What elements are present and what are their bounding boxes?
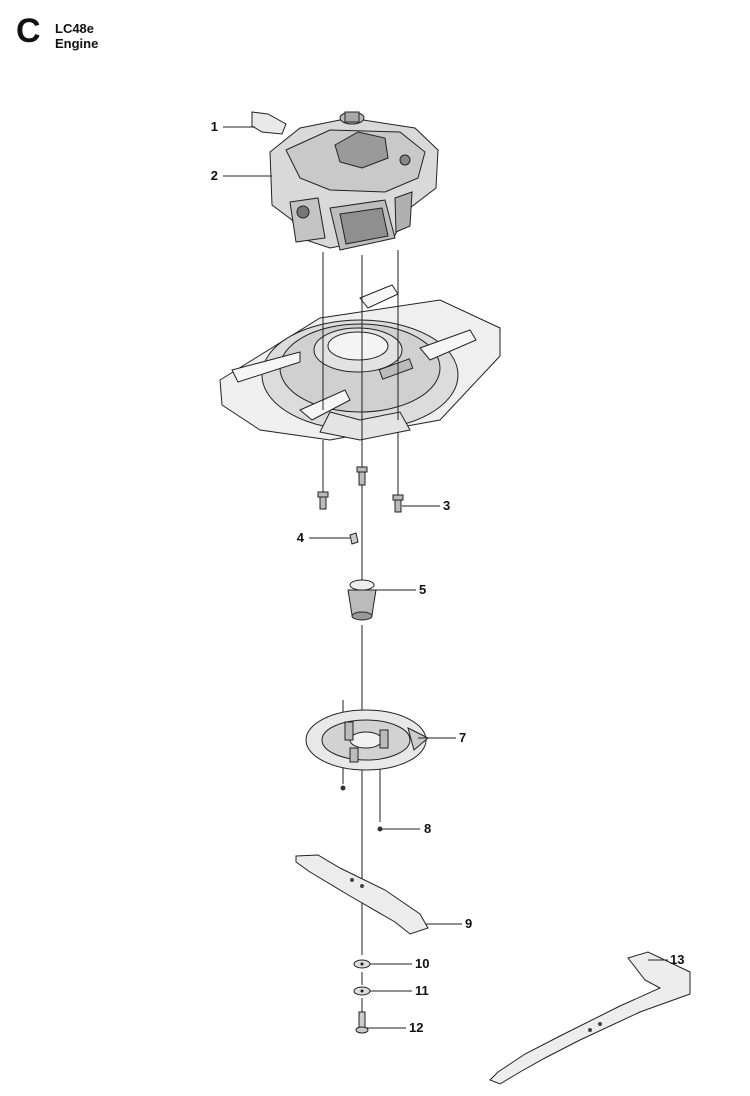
- bolt-part[interactable]: [317, 466, 404, 513]
- page-header: LC48e Engine: [55, 21, 98, 51]
- callout-10: 10: [415, 956, 429, 971]
- callout-12: 12: [409, 1020, 423, 1035]
- callout-8: 8: [424, 821, 431, 836]
- blade-bolt-part[interactable]: [355, 1011, 369, 1034]
- engine-part[interactable]: [269, 111, 439, 251]
- callout-9: 9: [465, 916, 472, 931]
- page-title: Engine: [55, 36, 99, 51]
- key-part[interactable]: [349, 532, 359, 545]
- callout-3: 3: [443, 498, 450, 513]
- decal-part[interactable]: [251, 111, 287, 135]
- mower-deck-part[interactable]: [219, 284, 501, 441]
- section-letter: C: [16, 12, 41, 50]
- callout-13: 13: [670, 952, 684, 967]
- callout-1: 1: [211, 119, 218, 134]
- callout-4: 4: [297, 530, 305, 545]
- screw-part[interactable]: [340, 785, 346, 791]
- alternate-blade-part[interactable]: [489, 951, 691, 1085]
- blade-part[interactable]: [295, 854, 429, 935]
- callout-7: 7: [459, 730, 466, 745]
- blade-holder-part[interactable]: [305, 709, 429, 771]
- blade-adapter-part[interactable]: [347, 579, 377, 621]
- callout-5: 5: [419, 582, 426, 597]
- model-name: LC48e: [55, 21, 95, 36]
- callout-11: 11: [415, 983, 429, 998]
- callout-leaders: [223, 126, 668, 1029]
- callout-2: 2: [211, 168, 218, 183]
- screw-part[interactable]: [377, 826, 383, 832]
